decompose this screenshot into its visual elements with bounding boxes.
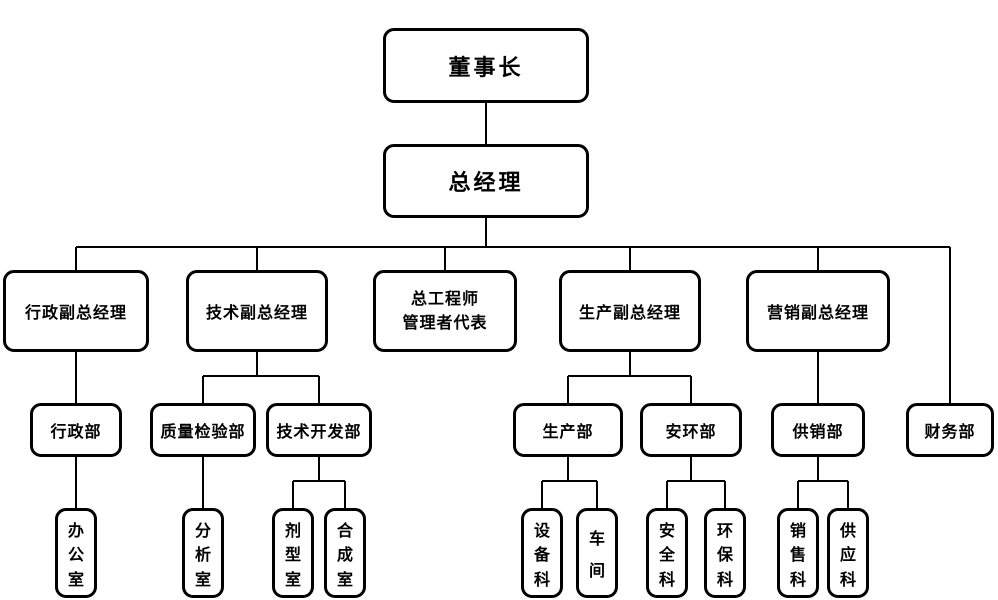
- node-env-protection-section: 环保科: [704, 508, 746, 598]
- node-safety-env-dept-label: 安环部: [665, 422, 717, 441]
- node-equipment-section: 设备科: [521, 508, 563, 598]
- node-supply-section: 供应科: [827, 508, 869, 598]
- node-production-vp-label: 生产副总经理: [578, 303, 681, 322]
- node-quality-inspection-dept-label: 质量检验部: [160, 422, 246, 441]
- node-sales-section: 销售科: [777, 508, 819, 598]
- node-sales-section-label: 销售科: [789, 520, 806, 589]
- node-chairman-label: 董事长: [448, 55, 524, 81]
- node-office: 办公室: [55, 508, 97, 598]
- node-env-protection-section-label: 环保科: [716, 520, 733, 589]
- node-workshop: 车间: [576, 508, 618, 598]
- node-analysis-room: 分析室: [182, 508, 224, 598]
- node-supply-marketing-dept-label: 供销部: [792, 422, 844, 441]
- node-formulation-room: 剂型室: [272, 508, 314, 598]
- node-tech-vp-label: 技术副总经理: [205, 303, 308, 322]
- node-finance-dept: 财务部: [906, 403, 994, 457]
- node-workshop-label: 车间: [588, 528, 605, 581]
- node-admin-vp: 行政副总经理: [3, 270, 149, 352]
- node-production-vp: 生产副总经理: [559, 270, 701, 352]
- node-equipment-section-label: 设备科: [533, 520, 550, 589]
- node-general-manager: 总经理: [383, 144, 589, 218]
- node-marketing-vp-label: 营销副总经理: [766, 303, 869, 322]
- node-analysis-room-label: 分析室: [194, 520, 211, 589]
- node-safety-env-dept: 安环部: [640, 403, 742, 457]
- node-chief-engineer: 总工程师 管理者代表: [373, 270, 517, 352]
- node-safety-section: 安全科: [646, 508, 688, 598]
- node-chairman: 董事长: [383, 28, 589, 103]
- node-marketing-vp: 营销副总经理: [746, 270, 890, 352]
- node-admin-vp-label: 行政副总经理: [24, 303, 127, 322]
- node-production-dept-label: 生产部: [542, 422, 594, 441]
- node-chief-engineer-label: 总工程师 管理者代表: [402, 289, 488, 332]
- node-general-manager-label: 总经理: [448, 171, 524, 196]
- node-safety-section-label: 安全科: [658, 520, 675, 589]
- node-quality-inspection-dept: 质量检验部: [150, 403, 256, 457]
- node-production-dept: 生产部: [513, 403, 623, 457]
- node-synthesis-room: 合成室: [324, 508, 366, 598]
- node-tech-development-dept: 技术开发部: [266, 403, 372, 457]
- node-supply-section-label: 供应科: [839, 520, 856, 589]
- node-formulation-room-label: 剂型室: [284, 520, 301, 589]
- node-synthesis-room-label: 合成室: [336, 520, 353, 589]
- node-office-label: 办公室: [67, 520, 84, 589]
- node-finance-dept-label: 财务部: [924, 422, 976, 441]
- node-tech-vp: 技术副总经理: [186, 270, 328, 352]
- node-admin-dept: 行政部: [30, 403, 122, 457]
- node-tech-development-dept-label: 技术开发部: [276, 422, 362, 441]
- node-admin-dept-label: 行政部: [50, 422, 102, 441]
- node-supply-marketing-dept: 供销部: [771, 403, 865, 457]
